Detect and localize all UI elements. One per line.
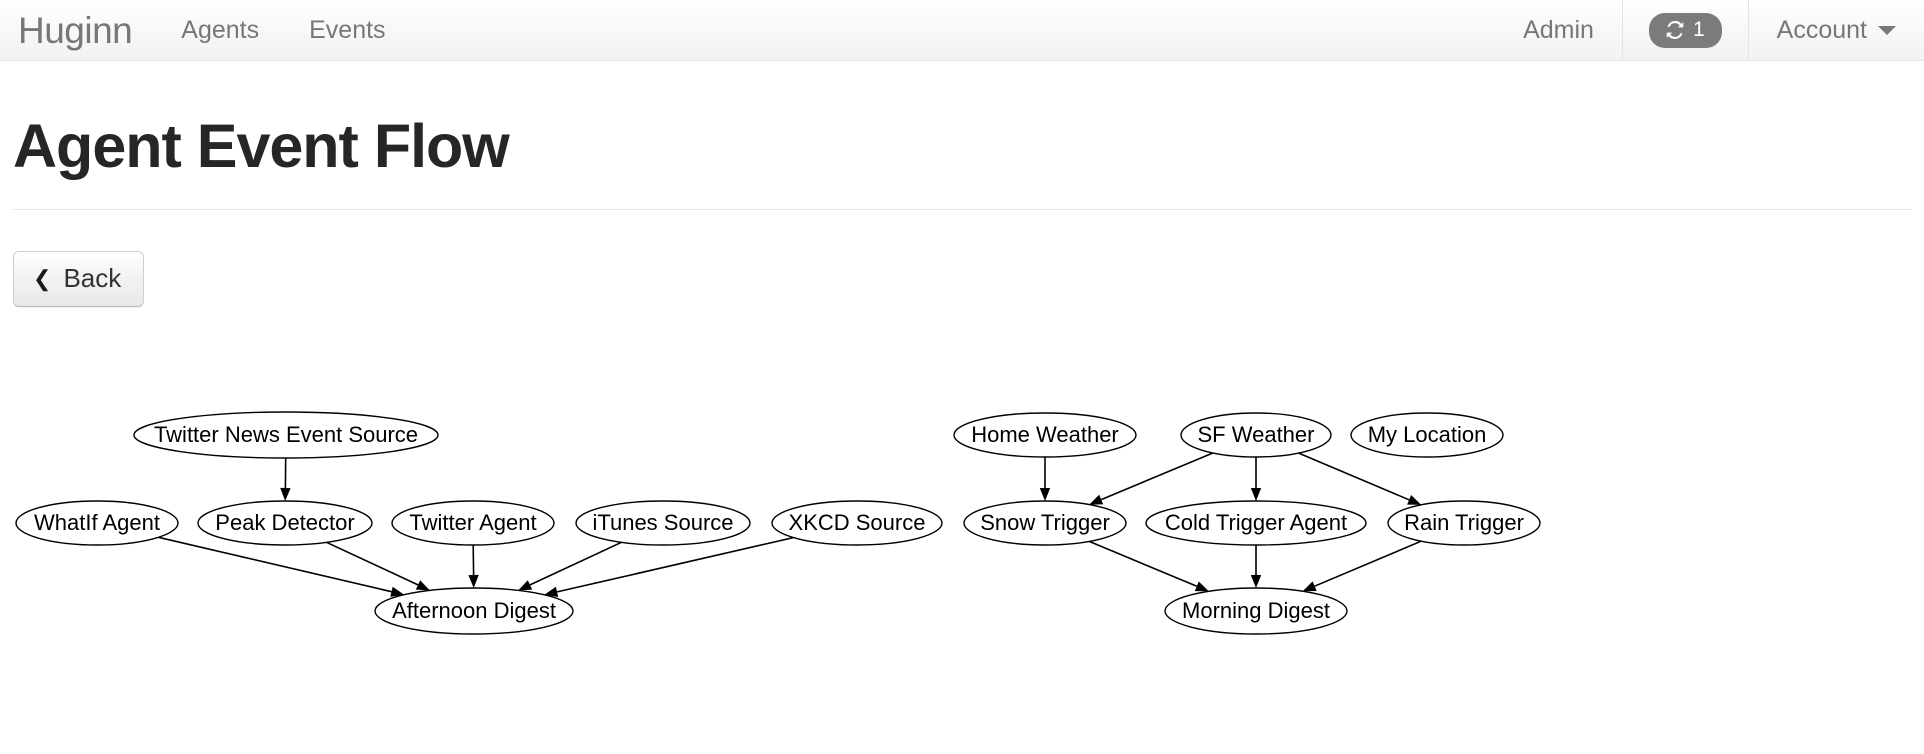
graph-node-snow_trigger[interactable]: Snow Trigger xyxy=(963,500,1127,546)
nav-item-events: Events xyxy=(284,0,410,60)
arrowhead-twitter_news_event_source-to-peak_detector xyxy=(280,487,291,501)
account-dropdown[interactable]: Account xyxy=(1749,0,1924,60)
graph-node-home_weather[interactable]: Home Weather xyxy=(953,412,1137,458)
node-shape-morning_digest xyxy=(1164,587,1348,635)
node-label-sf_weather: SF Weather xyxy=(1198,422,1315,447)
graph-node-sf_weather[interactable]: SF Weather xyxy=(1180,412,1332,458)
edge-layer xyxy=(158,452,1422,597)
arrowhead-twitter_agent-to-afternoon_digest xyxy=(468,574,479,588)
node-shape-xkcd_source xyxy=(771,500,943,546)
node-shape-peak_detector xyxy=(197,500,373,546)
node-label-itunes_source: iTunes Source xyxy=(592,510,733,535)
node-shape-twitter_news_event_source xyxy=(133,411,439,459)
primary-nav: Agents Events xyxy=(156,0,410,60)
node-shape-home_weather xyxy=(953,412,1137,458)
graph-node-peak_detector[interactable]: Peak Detector xyxy=(197,500,373,546)
node-label-snow_trigger: Snow Trigger xyxy=(980,510,1110,535)
graph-node-whatif_agent[interactable]: WhatIf Agent xyxy=(15,500,179,546)
arrowhead-whatif_agent-to-afternoon_digest xyxy=(390,586,405,597)
node-label-twitter_agent: Twitter Agent xyxy=(409,510,536,535)
page-title: Agent Event Flow xyxy=(13,112,510,180)
arrowhead-sf_weather-to-rain_trigger xyxy=(1407,495,1422,505)
graph-node-twitter_news_event_source[interactable]: Twitter News Event Source xyxy=(133,411,439,459)
caret-down-icon xyxy=(1878,25,1896,35)
nav-item-agents: Agents xyxy=(156,0,284,60)
node-shape-snow_trigger xyxy=(963,500,1127,546)
node-shape-rain_trigger xyxy=(1387,500,1541,546)
node-label-rain_trigger: Rain Trigger xyxy=(1404,510,1524,535)
graph-node-twitter_agent[interactable]: Twitter Agent xyxy=(391,500,555,546)
back-button[interactable]: ❮ Back xyxy=(13,251,145,308)
node-shape-itunes_source xyxy=(575,500,751,546)
worker-count: 1 xyxy=(1692,18,1705,41)
node-shape-cold_trigger_agent xyxy=(1145,500,1367,546)
edge-rain_trigger-to-morning_digest xyxy=(1314,540,1422,587)
worker-status-cell: 1 xyxy=(1621,0,1749,60)
nav-link-admin[interactable]: Admin xyxy=(1523,15,1594,44)
graph-node-afternoon_digest[interactable]: Afternoon Digest xyxy=(374,587,574,635)
arrowhead-sf_weather-to-cold_trigger_agent xyxy=(1250,488,1262,501)
graph-node-xkcd_source[interactable]: XKCD Source xyxy=(771,500,943,546)
node-label-twitter_news_event_source: Twitter News Event Source xyxy=(154,422,418,447)
arrowhead-cold_trigger_agent-to-morning_digest xyxy=(1250,575,1262,588)
edge-xkcd_source-to-afternoon_digest xyxy=(556,536,794,593)
node-label-my_location: My Location xyxy=(1368,422,1487,447)
back-button-label: Back xyxy=(63,263,122,294)
graph-node-itunes_source[interactable]: iTunes Source xyxy=(575,500,751,546)
node-shape-sf_weather xyxy=(1180,412,1332,458)
nav-link-agents[interactable]: Agents xyxy=(181,15,260,44)
navbar-spacer xyxy=(411,0,1496,60)
arrowhead-xkcd_source-to-afternoon_digest xyxy=(544,586,559,597)
graph-node-cold_trigger_agent[interactable]: Cold Trigger Agent xyxy=(1145,500,1367,546)
node-shape-twitter_agent xyxy=(391,500,555,546)
edge-whatif_agent-to-afternoon_digest xyxy=(158,536,392,593)
node-shape-whatif_agent xyxy=(15,500,179,546)
arrowhead-peak_detector-to-afternoon_digest xyxy=(415,580,430,591)
edge-sf_weather-to-snow_trigger xyxy=(1100,452,1214,501)
graph-node-rain_trigger[interactable]: Rain Trigger xyxy=(1387,500,1541,546)
node-label-morning_digest: Morning Digest xyxy=(1182,598,1330,623)
secondary-nav: Admin 1 Account xyxy=(1495,0,1924,60)
node-label-afternoon_digest: Afternoon Digest xyxy=(392,598,556,623)
arrowhead-itunes_source-to-afternoon_digest xyxy=(518,580,533,591)
edge-snow_trigger-to-morning_digest xyxy=(1088,540,1198,588)
edge-sf_weather-to-rain_trigger xyxy=(1298,452,1410,501)
node-label-home_weather: Home Weather xyxy=(971,422,1119,447)
top-navbar: Huginn Agents Events Admin 1 Account xyxy=(0,0,1924,61)
node-label-peak_detector: Peak Detector xyxy=(215,510,354,535)
arrowhead-rain_trigger-to-morning_digest xyxy=(1302,581,1317,592)
page-container: Agent Event Flow ❮ Back xyxy=(0,61,1924,308)
node-label-whatif_agent: WhatIf Agent xyxy=(34,510,160,535)
node-label-cold_trigger_agent: Cold Trigger Agent xyxy=(1165,510,1347,535)
arrowhead-snow_trigger-to-morning_digest xyxy=(1194,581,1209,592)
arrowhead-sf_weather-to-snow_trigger xyxy=(1089,494,1104,505)
arrowhead-home_weather-to-snow_trigger xyxy=(1039,488,1051,501)
title-divider xyxy=(13,209,1911,211)
sync-icon xyxy=(1666,20,1684,39)
chevron-left-icon: ❮ xyxy=(33,265,52,291)
brand-logo[interactable]: Huginn xyxy=(18,9,133,51)
node-label-xkcd_source: XKCD Source xyxy=(789,510,926,535)
node-shape-afternoon_digest xyxy=(374,587,574,635)
account-label: Account xyxy=(1776,15,1867,44)
nav-link-events[interactable]: Events xyxy=(309,15,386,44)
node-shape-my_location xyxy=(1350,412,1504,458)
edge-peak_detector-to-afternoon_digest xyxy=(326,541,419,586)
graph-node-my_location[interactable]: My Location xyxy=(1350,412,1504,458)
worker-status-badge[interactable]: 1 xyxy=(1648,12,1722,48)
edge-itunes_source-to-afternoon_digest xyxy=(529,541,622,586)
graph-node-morning_digest[interactable]: Morning Digest xyxy=(1164,587,1348,635)
